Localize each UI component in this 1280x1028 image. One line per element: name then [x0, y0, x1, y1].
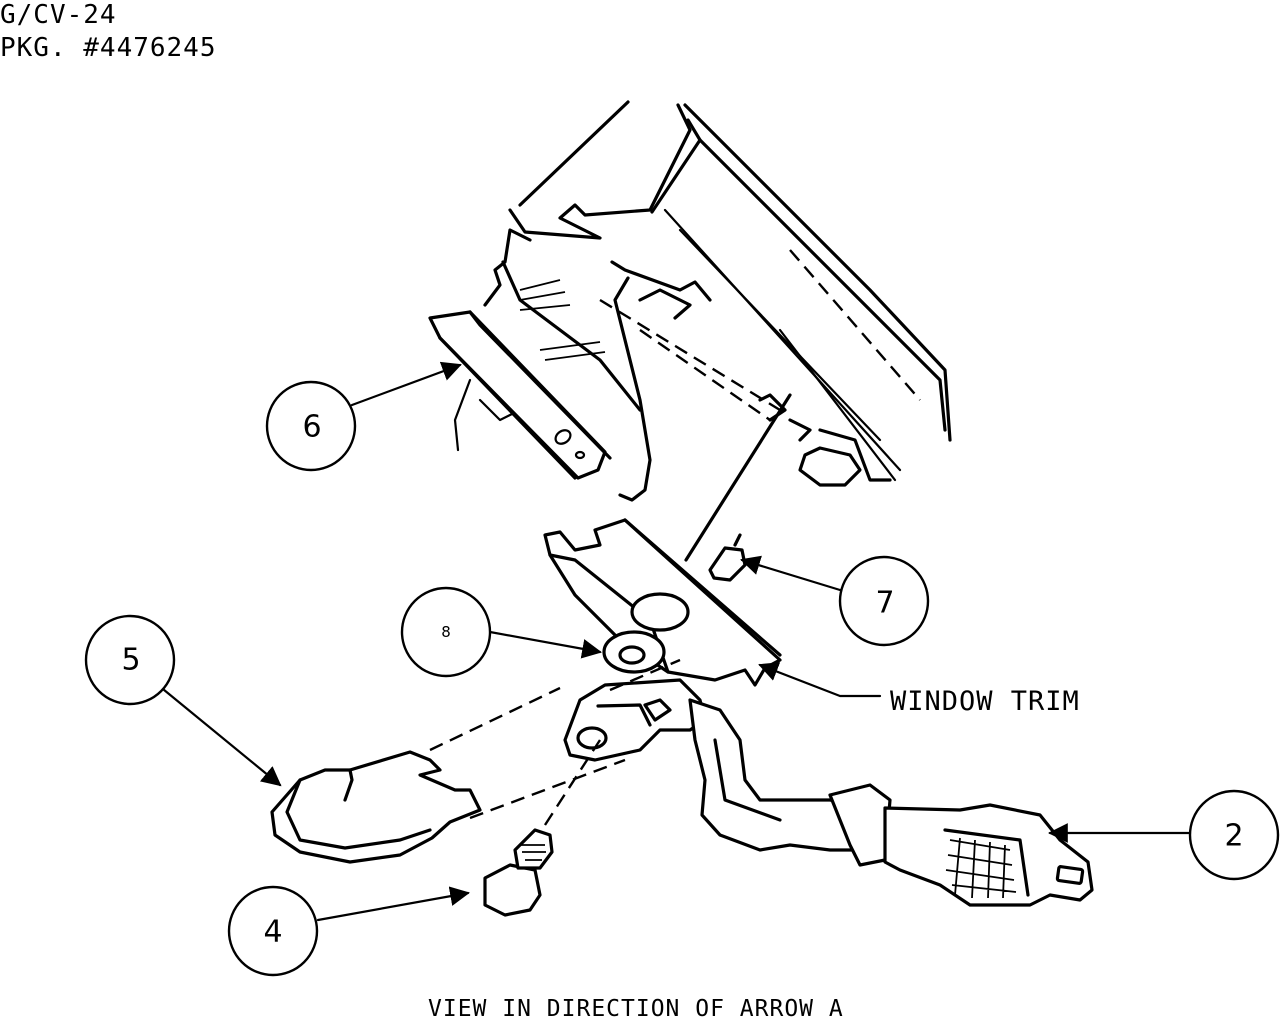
callout-2: 2 — [1188, 789, 1280, 881]
package-number: PKG. #4476245 — [0, 33, 217, 63]
callout-2-label: 2 — [1224, 819, 1243, 854]
window-trim-label: WINDOW TRIM — [890, 686, 1080, 717]
callout-7: 7 — [838, 555, 930, 647]
callout-7-label: 7 — [875, 586, 894, 621]
callout-4-label: 4 — [263, 915, 282, 950]
belt-assembly — [563, 658, 1094, 907]
leader-arrows — [156, 361, 1194, 922]
callout-6: 6 — [265, 380, 357, 472]
view-caption: VIEW IN DIRECTION OF ARROW A — [428, 996, 844, 1022]
leader-7 — [740, 555, 842, 592]
vehicle-body-structure — [453, 100, 952, 502]
leader-window-trim — [758, 662, 882, 698]
callout-4: 4 — [227, 885, 319, 977]
bracket-part — [428, 310, 612, 480]
washer-part — [602, 630, 666, 674]
leader-4 — [316, 886, 470, 922]
callout-6-label: 6 — [302, 410, 321, 445]
callout-5: 5 — [84, 614, 176, 706]
callout-8: 8 — [400, 586, 492, 678]
leader-8 — [488, 630, 602, 659]
screw-part — [708, 533, 747, 582]
callout-5-label: 5 — [121, 643, 140, 678]
callout-8-label: 8 — [441, 623, 451, 641]
leader-6 — [350, 361, 462, 407]
bolt-part — [483, 739, 602, 917]
model-code: G/CV-24 — [0, 0, 117, 30]
cover-part — [270, 686, 626, 864]
leader-5 — [156, 683, 282, 787]
